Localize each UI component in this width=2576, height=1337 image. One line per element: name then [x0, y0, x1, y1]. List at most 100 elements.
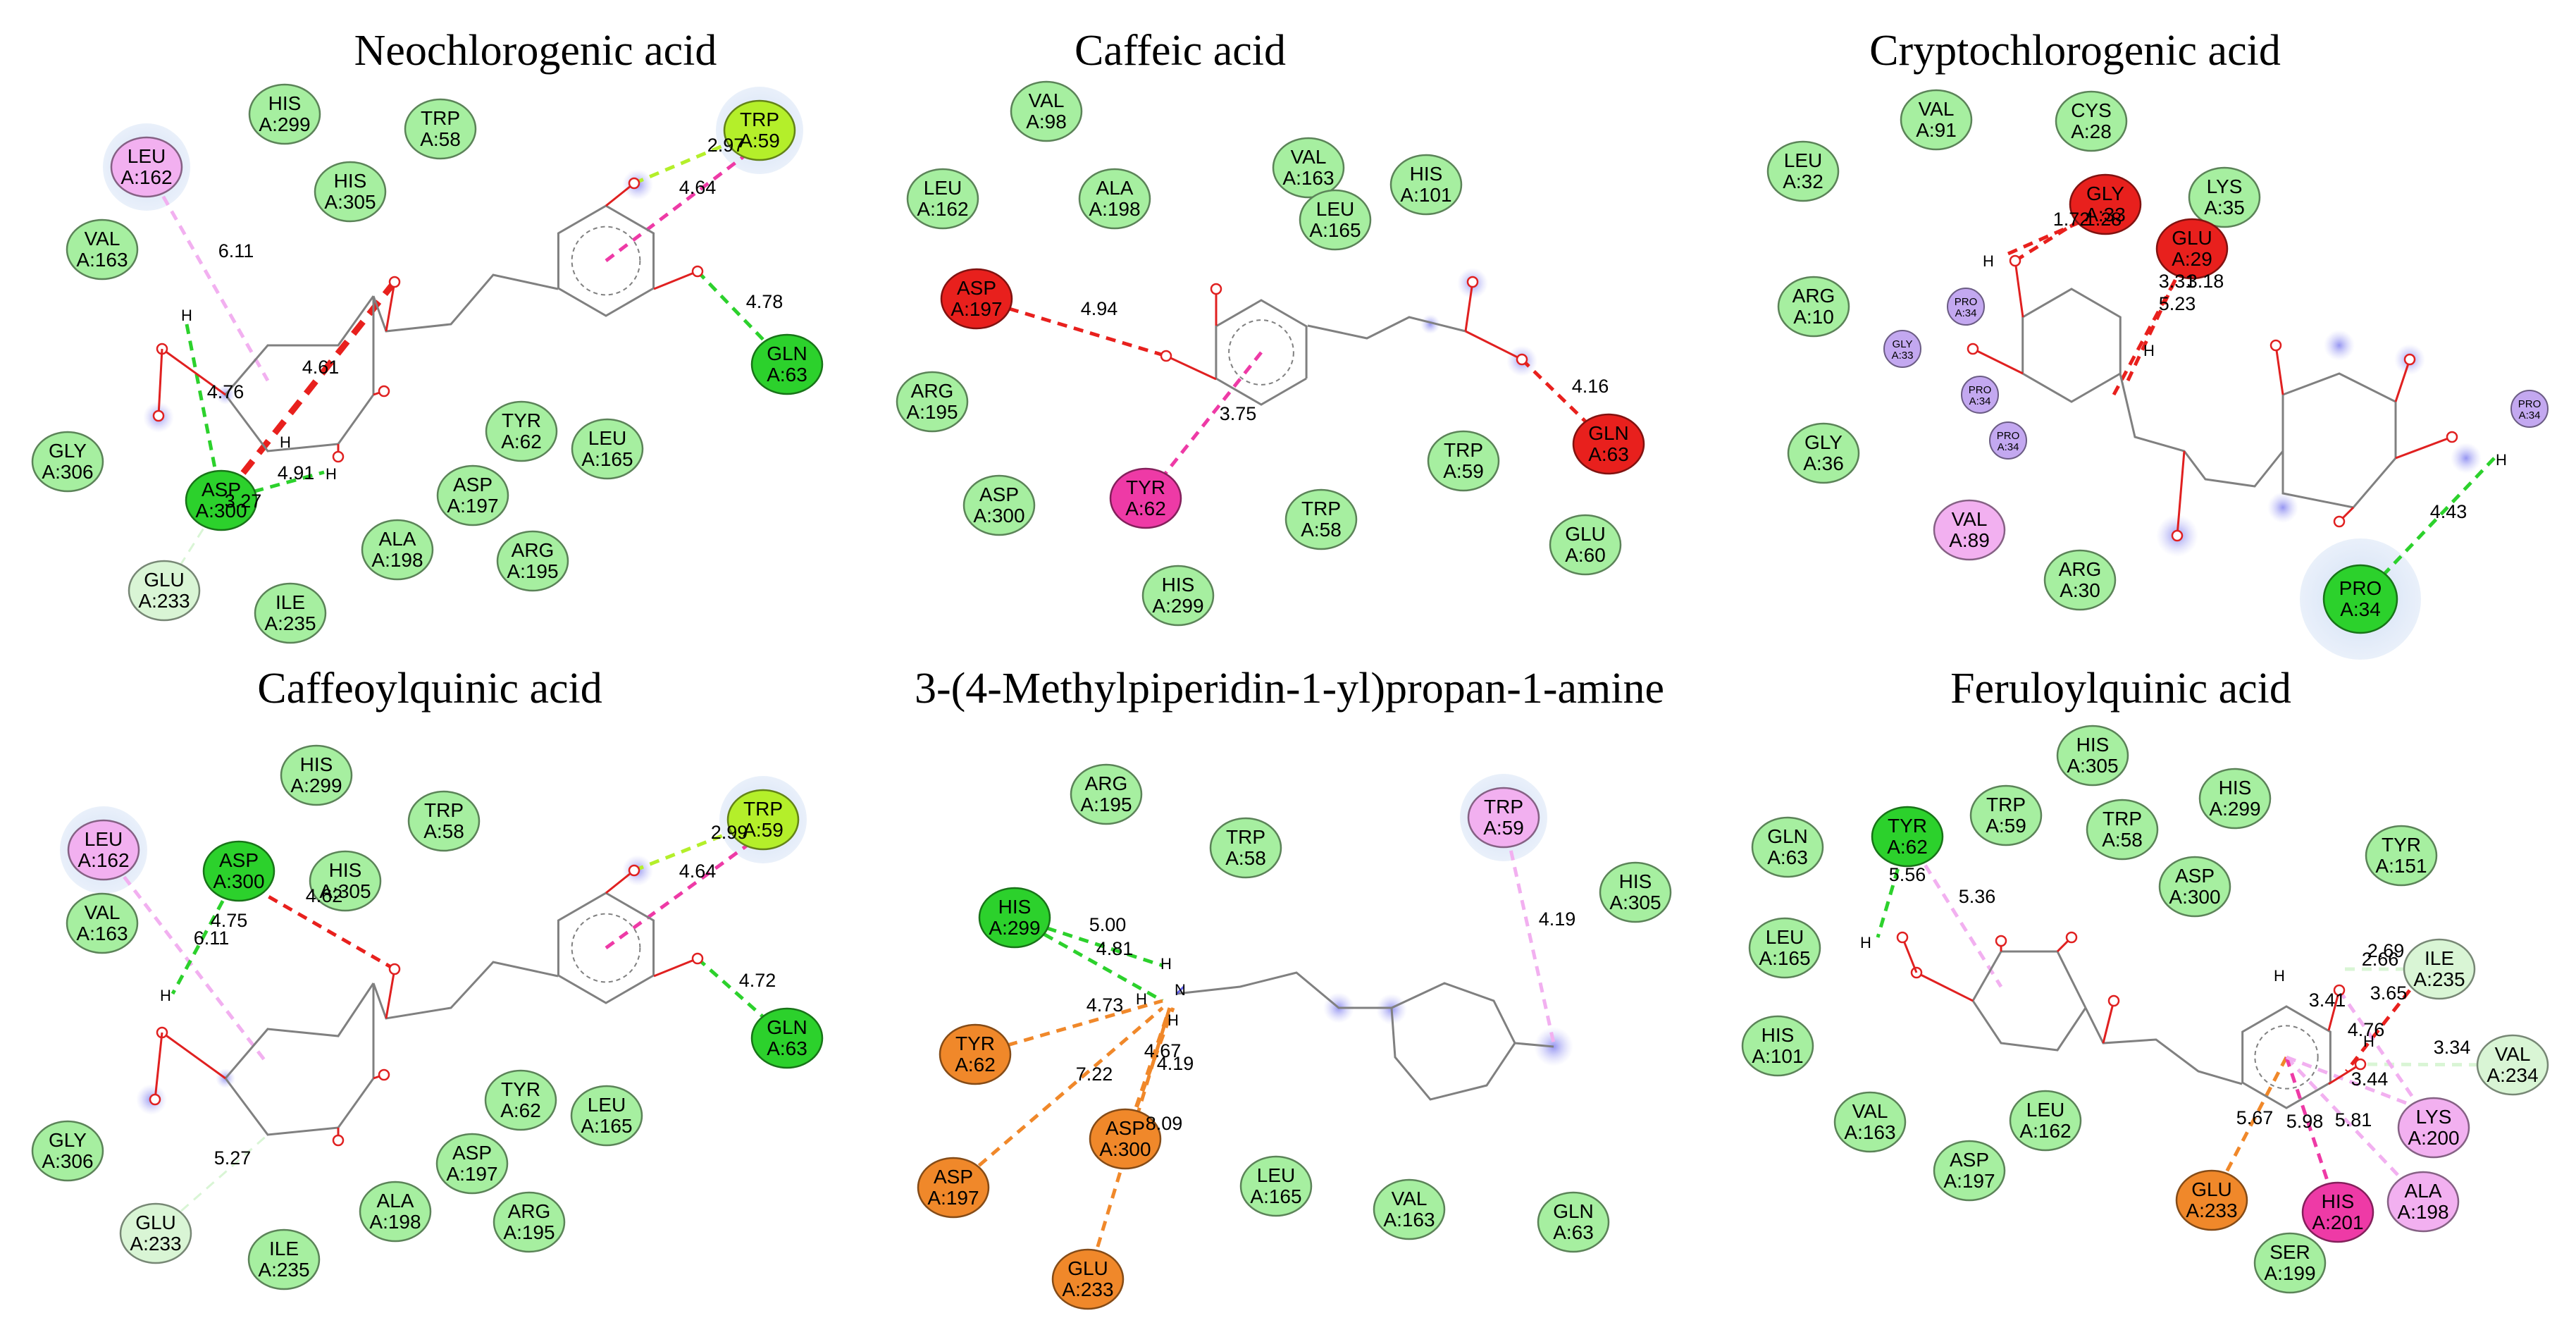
ligand-bond [1176, 971, 1392, 1009]
residue-disc [2055, 90, 2128, 152]
distance-label: 4.78 [746, 291, 784, 312]
residue-id: A:197 [447, 495, 498, 517]
residue-name: ARG [1792, 285, 1835, 307]
residue-name: ARG [508, 1200, 551, 1222]
residue-name: TRP [1444, 439, 1483, 461]
residue-name: LEU [1784, 149, 1822, 171]
residue-name: PRO [1997, 430, 2020, 442]
residue-id: A:62 [1887, 836, 1928, 858]
residue-name: GLY [1893, 338, 1913, 350]
distance-label: 3.41 [2309, 990, 2346, 1011]
residue-name: ASP [979, 483, 1019, 505]
distance-label: 5.56 [1889, 864, 1926, 885]
residue-disc [1741, 1015, 1814, 1077]
distance-label: 5.00 [1089, 914, 1127, 935]
residue-name: GLY [1804, 431, 1843, 453]
residue-name: ASP [934, 1166, 973, 1188]
interaction-line [2126, 259, 2186, 382]
residue-id: A:233 [1062, 1279, 1113, 1300]
residue-name: HIS [1162, 574, 1195, 596]
residue-disc [2403, 938, 2476, 1000]
charge-glow [2451, 443, 2482, 474]
residue-disc [1051, 1248, 1125, 1310]
residue-disc [1373, 1178, 1446, 1240]
ligand-bond [2176, 450, 2186, 536]
residue-disc [2301, 1181, 2374, 1243]
ligand-bond [1175, 985, 1185, 995]
residue-disc [1141, 565, 1215, 627]
residue-id: A:162 [78, 849, 129, 871]
interaction-line [144, 166, 270, 382]
residue-name: LEU [1316, 198, 1354, 220]
residue-disc [1078, 168, 1151, 230]
ligand-bond [1390, 982, 1516, 1101]
residue-disc-small [1961, 376, 1999, 414]
residue-id: A:200 [2408, 1127, 2459, 1149]
residue-name: VAL [1919, 98, 1955, 120]
residue-disc [309, 850, 382, 912]
residue-name: ILE [275, 591, 305, 613]
oxygen-atom [1896, 931, 1909, 944]
distance-label: 3.27 [225, 491, 262, 512]
charge-glow [2267, 492, 2298, 523]
residue-id: A:305 [1609, 892, 1661, 913]
residue-disc [1272, 137, 1345, 199]
residue-name: ILE [2425, 947, 2454, 969]
oxygen-atom [388, 276, 401, 288]
residue-disc [1748, 917, 1821, 979]
residue-disc [1209, 817, 1282, 879]
oxygen-atom [378, 385, 390, 398]
residue-disc [906, 168, 979, 230]
residue-disc [67, 819, 140, 881]
ligand-bond [2328, 1063, 2361, 1085]
distance-label: 6.11 [194, 928, 230, 949]
ligand-bond [372, 961, 559, 1020]
distance-label: 2.66 [2362, 949, 2399, 970]
residue-name: GLY [49, 1129, 87, 1151]
residue-id: A:151 [2375, 855, 2427, 877]
oxygen-atom [1967, 343, 1979, 355]
residue-id: A:62 [955, 1054, 996, 1076]
residue-disc [66, 892, 139, 954]
distance-label: 2.99 [711, 822, 748, 843]
panel-title: Caffeoylquinic acid [257, 665, 602, 713]
residue-disc [1572, 413, 1645, 475]
oxygen-atom [149, 1093, 161, 1106]
oxygen-atom [378, 1068, 390, 1081]
residue-name: ASP [1106, 1117, 1145, 1139]
residue-id: A:163 [1844, 1121, 1895, 1143]
residue-id: A:162 [120, 166, 172, 188]
residue-name: TRP [421, 107, 460, 129]
residue-disc-small [1883, 330, 1921, 368]
residue-id: A:91 [1916, 119, 1957, 141]
distance-label: 3.34 [2434, 1037, 2471, 1058]
residue-disc [314, 161, 387, 223]
residue-disc [917, 1157, 990, 1219]
residue-disc [2198, 768, 2272, 830]
residue-disc [66, 218, 139, 281]
residue-disc [1239, 1155, 1313, 1217]
oxygen-atom [1210, 283, 1222, 295]
atom-label: H [2363, 1033, 2374, 1050]
residue-id: A:89 [1949, 529, 1990, 551]
residue-name: TRP [2103, 808, 2142, 830]
distance-label: 3.44 [2351, 1068, 2389, 1090]
atom-label: H [2496, 451, 2507, 469]
aromatic-ring [571, 913, 641, 983]
